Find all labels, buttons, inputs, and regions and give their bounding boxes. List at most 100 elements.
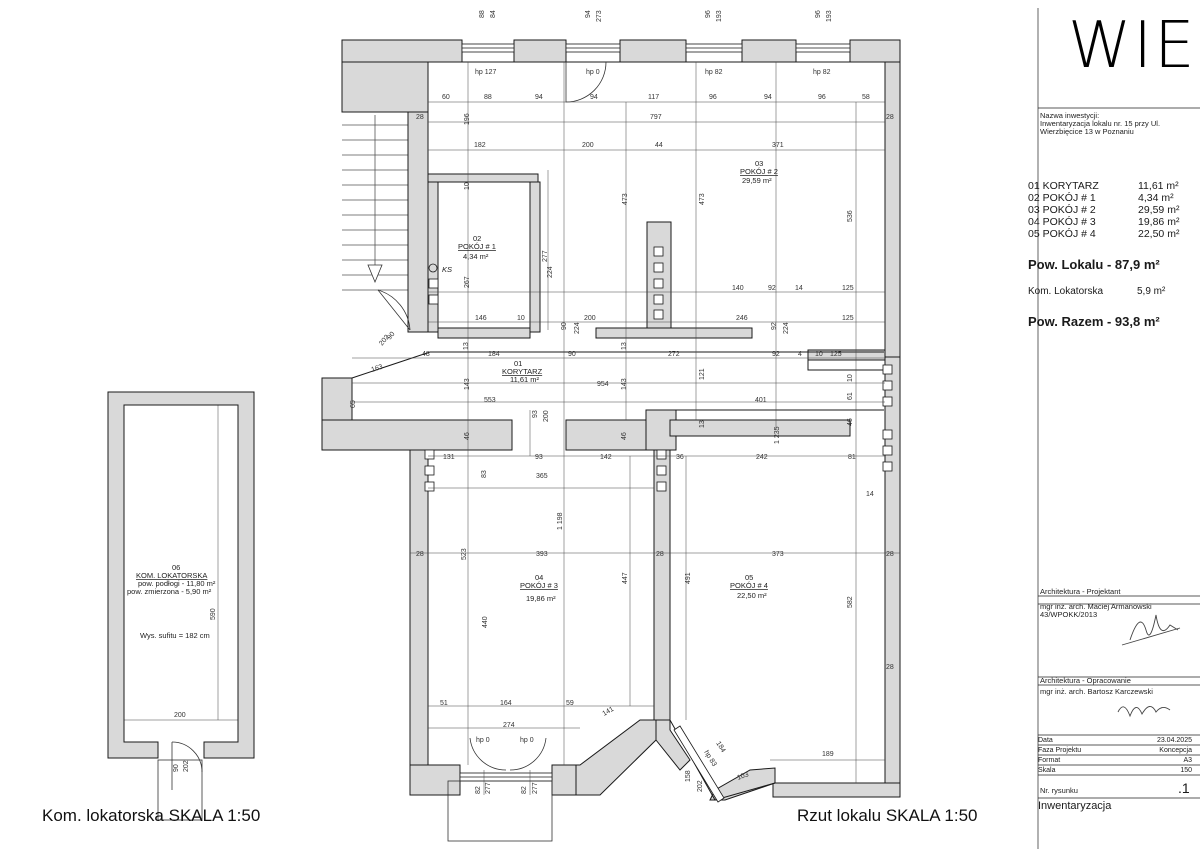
dim-125c: 125 bbox=[830, 351, 842, 358]
investment-line2: Wierzbięcice 13 w Poznaniu bbox=[1040, 127, 1134, 136]
svg-text:KOM. LOKATORSKA: KOM. LOKATORSKA bbox=[136, 571, 207, 580]
designer-name: mgr inż. arch. Maciej Armanowski bbox=[1040, 602, 1152, 611]
dim-371: 371 bbox=[772, 142, 784, 149]
dim-46a: 46 bbox=[464, 432, 471, 440]
dim-82a: 82 bbox=[475, 786, 482, 794]
window-height-6: hp 0 bbox=[520, 737, 534, 744]
dim-393: 393 bbox=[536, 551, 548, 558]
entry-platform bbox=[447, 780, 553, 842]
tenant-room-area: 5,9 m² bbox=[1137, 286, 1166, 297]
dim-93b: 93 bbox=[535, 454, 543, 461]
svg-text:01: 01 bbox=[514, 359, 522, 368]
dim-10: 10 bbox=[464, 182, 471, 190]
dim-r1-9: 58 bbox=[862, 94, 870, 101]
dim-28a: 28 bbox=[416, 114, 424, 121]
svg-text:KORYTARZ: KORYTARZ bbox=[502, 367, 543, 376]
dim-51: 51 bbox=[440, 700, 448, 707]
dim-r1-3: 94 bbox=[535, 94, 543, 101]
svg-text:03: 03 bbox=[755, 159, 763, 168]
dim-90: 90 bbox=[561, 322, 568, 330]
dim-r1-7: 94 bbox=[764, 94, 772, 101]
dim-81: 81 bbox=[848, 454, 856, 461]
dim-797: 797 bbox=[650, 114, 662, 121]
dim-top-4: 273 bbox=[596, 10, 603, 22]
svg-text:pow. zmierzona - 5,90 m²: pow. zmierzona - 5,90 m² bbox=[127, 587, 212, 596]
dim-28f: 28 bbox=[886, 664, 894, 671]
drafter-name: mgr inż. arch. Bartosz Karczewski bbox=[1040, 687, 1153, 696]
dim-523: 523 bbox=[461, 548, 468, 560]
dim-274: 274 bbox=[503, 722, 515, 729]
dim-65: 65 bbox=[350, 400, 357, 408]
dim-r1-8: 96 bbox=[818, 94, 826, 101]
dim-401: 401 bbox=[755, 397, 767, 404]
room-label-06: 06 KOM. LOKATORSKA pow. podłogi - 11,80 … bbox=[127, 563, 216, 640]
dim-200-tenant: 200 bbox=[174, 712, 186, 719]
dim-200c: 200 bbox=[543, 410, 550, 422]
window-icon bbox=[673, 725, 725, 803]
dim-553: 553 bbox=[484, 397, 496, 404]
ks-symbol bbox=[428, 263, 438, 273]
dim-top-1: 88 bbox=[479, 10, 486, 18]
dim-277b: 277 bbox=[532, 782, 539, 794]
investment-line1: Inwentaryzacja lokalu nr. 15 przy Ul. bbox=[1040, 119, 1161, 128]
dim-447: 447 bbox=[622, 572, 629, 584]
dim-200: 200 bbox=[582, 142, 594, 149]
dim-365: 365 bbox=[536, 473, 548, 480]
dim-184b: 184 bbox=[714, 740, 726, 754]
dim-4: 4 bbox=[798, 351, 802, 358]
dim-28b: 28 bbox=[886, 114, 894, 121]
dim-141: 141 bbox=[602, 706, 616, 718]
dim-272: 272 bbox=[668, 351, 680, 358]
dim-182: 182 bbox=[474, 142, 486, 149]
drawing-title: Inwentaryzacja bbox=[1038, 800, 1112, 812]
room-label-05: 05 POKÓJ # 4 22,50 m² bbox=[730, 573, 768, 600]
dim-440: 440 bbox=[482, 616, 489, 628]
dim-125a: 125 bbox=[842, 285, 854, 292]
window-height-4: hp 82 bbox=[813, 69, 831, 76]
dim-590: 590 bbox=[210, 608, 217, 620]
dim-143b: 143 bbox=[621, 378, 628, 390]
dim-1198: 1 198 bbox=[557, 512, 564, 530]
dim-473b: 473 bbox=[699, 193, 706, 205]
stair-arrow-icon bbox=[367, 264, 383, 284]
dim-top-7: 96 bbox=[815, 10, 822, 18]
dim-146: 146 bbox=[475, 315, 487, 322]
svg-text:05: 05 bbox=[745, 573, 753, 582]
dim-90d: 90 bbox=[173, 764, 180, 772]
svg-text:POKÓJ # 1: POKÓJ # 1 bbox=[458, 242, 496, 251]
dim-61: 61 bbox=[847, 392, 854, 400]
dim-top-8: 193 bbox=[826, 10, 833, 22]
room-label-04: 04 POKÓJ # 3 19,86 m² bbox=[520, 573, 558, 603]
dim-200b: 200 bbox=[584, 315, 596, 322]
svg-text:02: 02 bbox=[473, 234, 481, 243]
svg-text:06: 06 bbox=[172, 563, 180, 572]
tenant-room-walls bbox=[107, 391, 255, 759]
dim-r1-6: 96 bbox=[709, 94, 717, 101]
dim-242: 242 bbox=[756, 454, 768, 461]
dim-10c: 10 bbox=[815, 351, 823, 358]
ks-label: KS bbox=[442, 265, 452, 274]
dim-13b: 13 bbox=[621, 342, 628, 350]
svg-text:4,34 m²: 4,34 m² bbox=[463, 252, 489, 261]
room-label-01: 01 KORYTARZ 11,61 m² bbox=[502, 359, 543, 384]
dim-267: 267 bbox=[464, 276, 471, 288]
dim-164: 164 bbox=[500, 700, 512, 707]
dim-14b: 14 bbox=[866, 491, 874, 498]
dim-r1-5: 117 bbox=[648, 94, 659, 101]
dim-125b: 125 bbox=[842, 315, 854, 322]
ventilation-icon bbox=[424, 246, 893, 492]
dim-224b: 224 bbox=[574, 322, 581, 334]
dim-491: 491 bbox=[685, 572, 692, 584]
room-label-03: 03 POKÓJ # 2 29,59 m² bbox=[740, 159, 778, 185]
dim-277: 277 bbox=[542, 250, 549, 262]
dim-954: 954 bbox=[597, 381, 609, 388]
svg-text:04: 04 bbox=[535, 573, 543, 582]
dim-top-5: 96 bbox=[705, 10, 712, 18]
svg-text:POKÓJ # 2: POKÓJ # 2 bbox=[740, 167, 778, 176]
